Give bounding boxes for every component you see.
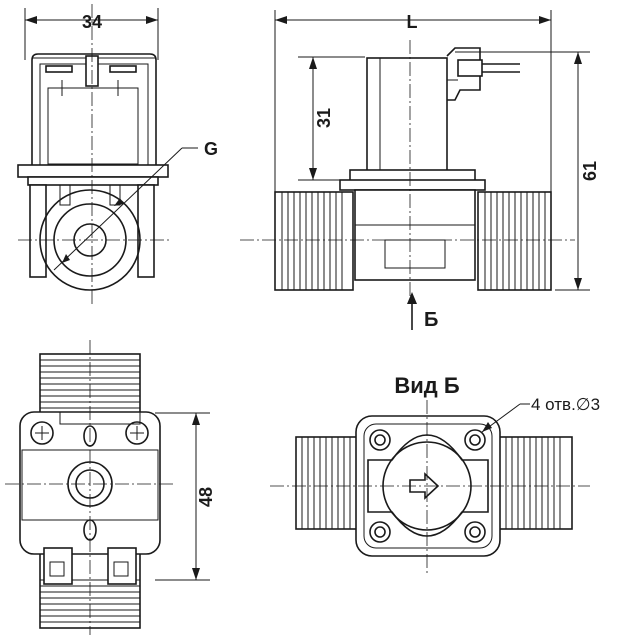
dim-thread: G xyxy=(204,139,218,159)
vb-left-threads xyxy=(301,437,351,529)
side-view: L 31 61 xyxy=(240,10,600,331)
dim-length: L xyxy=(407,12,418,32)
dim-coil-height: 31 xyxy=(314,108,334,128)
view-arrow-label: Б xyxy=(424,309,438,331)
vb-right-threads xyxy=(505,437,561,529)
view-b-title: Вид Б xyxy=(394,373,459,398)
dim-total-height: 61 xyxy=(580,161,600,181)
dim-mount-spacing: 48 xyxy=(196,487,216,507)
top-view: 48 xyxy=(5,340,216,635)
end-view: 34 G xyxy=(17,4,218,305)
view-b: Вид Б xyxy=(270,373,600,575)
left-thread-lines xyxy=(281,192,343,290)
right-thread-lines xyxy=(484,192,546,290)
holes-label: 4 отв.∅3 xyxy=(531,395,600,414)
